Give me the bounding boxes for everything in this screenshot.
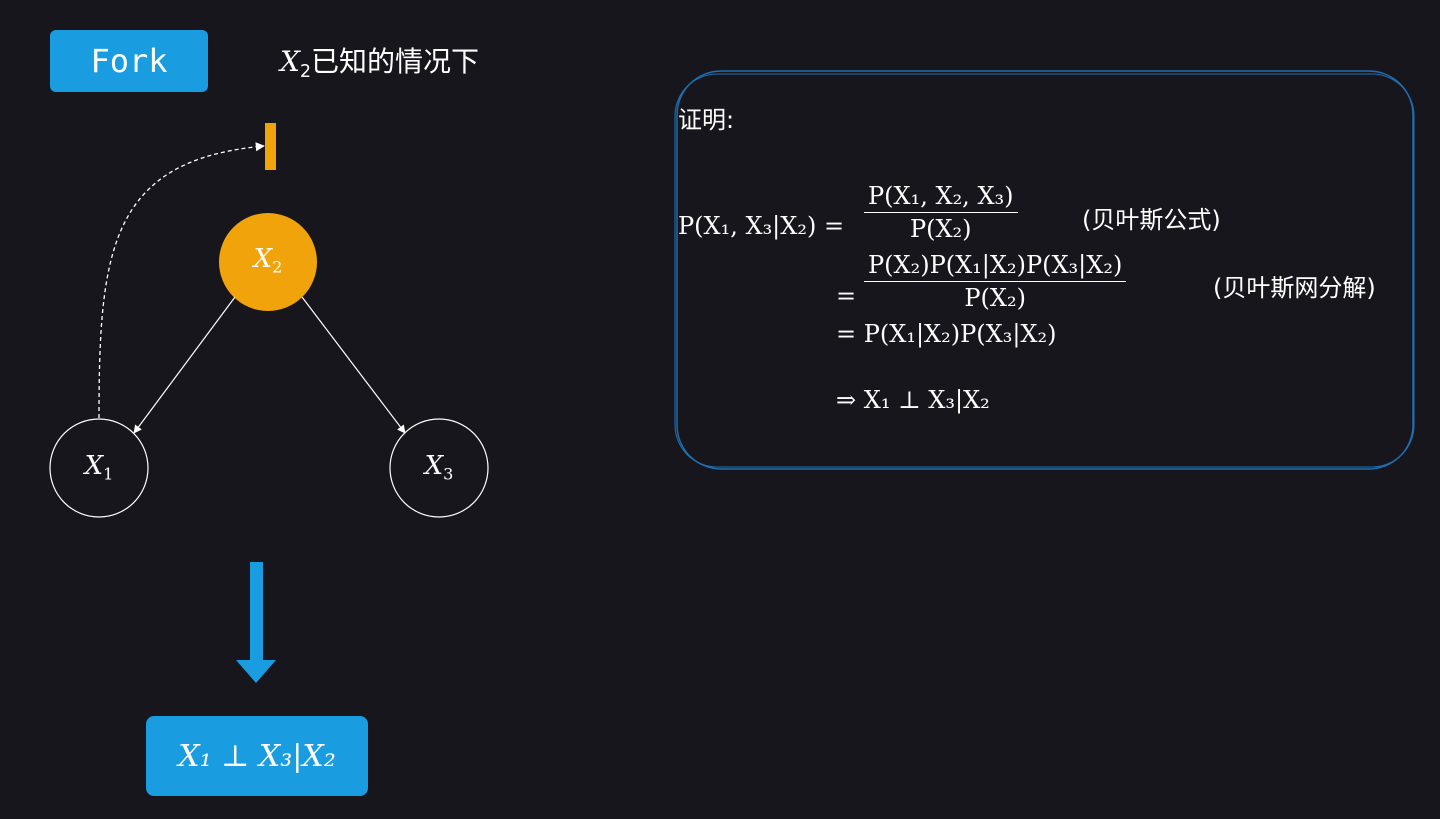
proof-line2-frac: P(X₂)P(X₁|X₂)P(X₃|X₂) P(X₂) xyxy=(864,251,1127,312)
fork-diagram xyxy=(49,123,489,683)
proof-line2-denominator: P(X₂) xyxy=(964,284,1026,312)
dashed-influence-arrow xyxy=(98,142,265,419)
condition-heading: X2已知的情况下 xyxy=(280,40,479,82)
proof-line2-eq: = xyxy=(836,282,857,310)
node-x1-circle xyxy=(49,418,149,518)
proof-line1-denominator: P(X₂) xyxy=(909,215,972,243)
proof-line1-numerator: P(X₁, X₂, X₃) xyxy=(864,182,1018,213)
proof-line4: ⇒ X₁ ⊥ X₃|X₂ xyxy=(836,386,990,414)
independence-result: X₁ ⊥ X₃|X₂ xyxy=(178,738,336,774)
proof-note-bn-factorization: (贝叶斯网分解) xyxy=(1213,274,1376,302)
down-arrow-icon xyxy=(236,562,276,683)
proof-title: 证明: xyxy=(678,106,735,134)
node-x3-label: X3 xyxy=(424,451,454,484)
node-x1-label: X1 xyxy=(84,451,114,484)
proof-line1-frac: P(X₁, X₂, X₃) P(X₂) xyxy=(864,182,1018,243)
edge-x2-x3 xyxy=(301,296,406,434)
proof-line1-lhs: P(X₁, X₃|X₂) = xyxy=(678,212,845,240)
edge-x2-x1 xyxy=(133,296,236,434)
blocker-bar xyxy=(265,123,276,170)
node-x2-label: X2 xyxy=(253,244,283,277)
node-x3-circle xyxy=(389,418,489,518)
independence-result-box: X₁ ⊥ X₃|X₂ xyxy=(146,716,368,796)
heading-var: X xyxy=(280,45,300,78)
fork-label: Fork xyxy=(50,30,208,92)
proof-line2-numerator: P(X₂)P(X₁|X₂)P(X₃|X₂) xyxy=(864,251,1127,282)
proof-note-bayes: (贝叶斯公式) xyxy=(1082,206,1221,234)
heading-text: 已知的情况下 xyxy=(310,45,479,78)
proof-box-border xyxy=(674,70,1415,470)
proof-line3: = P(X₁|X₂)P(X₃|X₂) xyxy=(836,320,1057,348)
node-x2-circle xyxy=(219,213,317,311)
heading-sub: 2 xyxy=(299,62,311,83)
